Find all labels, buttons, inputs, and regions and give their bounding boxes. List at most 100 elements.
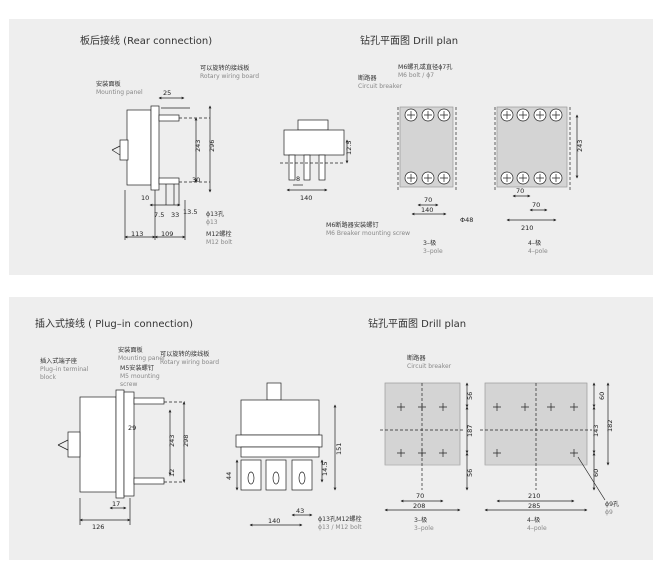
- dim-10: 10: [141, 194, 149, 202]
- dim-43: 43: [296, 507, 304, 515]
- pole3-cn-bottom: 3–极: [414, 516, 427, 524]
- bolt-hole-en: ϕ13: [206, 219, 218, 226]
- drill-plan-3pole: [397, 106, 457, 216]
- dim-70b-4p: 70: [532, 201, 540, 209]
- dim-12-5: 12.5: [345, 141, 353, 155]
- plug-drill-3pole-labels: 断路器 Circuit breaker 56 187 56 70 208 3–极…: [407, 354, 474, 532]
- mounting-panel-label-cn: 安装面板: [96, 80, 121, 88]
- dim-187: 187: [466, 425, 474, 437]
- plug-rotary-en: Rotary wiring board: [160, 359, 219, 366]
- dim-33: 33: [171, 211, 179, 219]
- dim-29: 29: [128, 424, 136, 432]
- pole4-en-top: 4–pole: [528, 248, 548, 255]
- dim-285: 285: [528, 502, 540, 510]
- dim-210-plug: 210: [528, 492, 540, 500]
- drill-plan-title-bottom: 钻孔平面图 Drill plan: [368, 319, 467, 330]
- drill-plan-4pole: [494, 106, 579, 222]
- plug-terminal-en2: block: [40, 374, 56, 381]
- plug-drill-4pole-labels: 60 143 182 60 210 285 ϕ9孔 ϕ9 4–极 4–pole: [527, 392, 619, 532]
- dim-296: 296: [208, 140, 216, 152]
- dim-140-plug: 140: [268, 517, 280, 525]
- dim-44: 44: [225, 472, 233, 480]
- plug-bolt-en: ϕ13 / M12 bolt: [318, 524, 362, 531]
- dim-60a: 60: [598, 392, 606, 400]
- dim-182: 182: [606, 420, 614, 432]
- breaker-cn-bottom: 断路器: [407, 354, 426, 362]
- mounting-panel-label-en: Mounting panel: [96, 89, 143, 96]
- breaker-cn-top: 断路器: [358, 74, 377, 82]
- plug-terminal-en1: Plug–in terminal: [40, 366, 89, 373]
- plug-terminal-cn: 插入式端子座: [40, 357, 77, 365]
- plug-screw-en1: M5 mounting: [120, 373, 160, 380]
- plug-bolt-cn: ϕ13孔M12螺栓: [318, 515, 362, 523]
- dim-151: 151: [335, 443, 343, 455]
- rear-connection-title: 板后接线 (Rear connection): [80, 36, 213, 47]
- bolt-en: M12 bolt: [206, 239, 233, 246]
- dim-210-4p: 210: [521, 224, 533, 232]
- pole3-cn-top: 3–极: [423, 239, 436, 247]
- rotary-board-label-en: Rotary wiring board: [200, 73, 259, 80]
- dim-17: 17: [112, 500, 120, 508]
- dim-126: 126: [92, 523, 104, 531]
- breaker-screw-en: M6 Breaker mounting screw: [326, 230, 410, 237]
- dim-243-4p: 243: [576, 140, 584, 152]
- rear-side-view: [111, 96, 212, 240]
- pole3-en-bottom: 3–pole: [414, 525, 434, 532]
- dim-113: 113: [131, 230, 143, 238]
- dim-13-5: 13.5: [183, 208, 197, 216]
- dim-243-plug: 243: [168, 435, 176, 447]
- plug-side-labels: 安装面板 Mounting panel 可以旋转的接线板 Rotary wiri…: [40, 346, 219, 531]
- dim-30: 30: [192, 176, 200, 184]
- rotary-board-label-cn: 可以旋转的接线板: [200, 64, 250, 72]
- dim-70-3p: 70: [424, 196, 432, 204]
- drill-plan-title-top: 钻孔平面图 Drill plan: [360, 36, 459, 47]
- dim-208: 208: [413, 502, 425, 510]
- dim-298: 298: [182, 435, 190, 447]
- dim-109: 109: [161, 230, 173, 238]
- hole-en-top: M6 bolt / ϕ7: [398, 72, 434, 79]
- dim-143: 143: [592, 425, 600, 437]
- breaker-en-top: Circuit breaker: [358, 83, 403, 90]
- bolt-hole-cn: ϕ13孔: [206, 210, 224, 218]
- rear-front-labels: 12.5 8 140 M6断路器安装螺钉 M6 Breaker mounting…: [296, 141, 410, 237]
- dim-56b: 56: [466, 469, 474, 477]
- plug-screw-cn: M5安装螺钉: [120, 364, 154, 372]
- hole-cn-top: M6螺孔或直径ϕ7孔: [398, 63, 452, 71]
- pole4-cn-top: 4–极: [528, 239, 541, 247]
- dim-8: 8: [296, 175, 300, 183]
- bolt-cn: M12螺栓: [206, 230, 232, 238]
- breaker-screw-cn: M6断路器安装螺钉: [326, 221, 379, 229]
- plug-drill-3pole: [380, 382, 469, 512]
- drill-plan-3pole-labels: 断路器 Circuit breaker M6螺孔或直径ϕ7孔 M6 bolt /…: [358, 63, 473, 255]
- rear-side-labels: 安装面板 Mounting panel 可以旋转的接线板 Rotary wiri…: [96, 64, 259, 246]
- dim-60b: 60: [592, 469, 600, 477]
- plug-drill-4pole: [480, 382, 610, 512]
- dim-243: 243: [194, 140, 202, 152]
- plug-screw-en2: screw: [120, 381, 137, 388]
- dim-56a: 56: [466, 392, 474, 400]
- dim-140-3p: 140: [421, 206, 433, 214]
- dim-14-5: 14.5: [321, 462, 329, 476]
- plug-rotary-cn: 可以旋转的接线板: [160, 350, 210, 358]
- plug-front-view: [235, 382, 337, 527]
- drill-plan-4pole-labels: 243 70 70 210 4–极 4–pole: [516, 140, 584, 255]
- hole9-en: ϕ9: [605, 509, 613, 516]
- pole4-cn-bottom: 4–极: [527, 516, 540, 524]
- plug-mounting-panel-cn: 安装面板: [118, 346, 143, 354]
- plug-in-connection-title: 插入式接线 ( Plug–in connection): [35, 319, 194, 330]
- pole4-en-bottom: 4–pole: [527, 525, 547, 532]
- dim-7-5: 7.5: [154, 211, 164, 219]
- dim-12: 12: [168, 469, 176, 477]
- dim-phi48: Φ48: [460, 216, 473, 224]
- dim-70-plug3: 70: [416, 492, 424, 500]
- plug-front-labels: 44 14.5 151 140 43 ϕ13孔M12螺栓 ϕ13 / M12 b…: [225, 443, 362, 531]
- pole3-en-top: 3–pole: [423, 248, 443, 255]
- dim-70a-4p: 70: [516, 187, 524, 195]
- dim-25: 25: [163, 89, 171, 97]
- dim-140-front: 140: [300, 194, 312, 202]
- breaker-en-bottom: Circuit breaker: [407, 363, 452, 370]
- plug-side-view: [57, 389, 186, 525]
- hole9-cn: ϕ9孔: [605, 500, 619, 508]
- plug-mounting-panel-en: Mounting panel: [118, 355, 165, 362]
